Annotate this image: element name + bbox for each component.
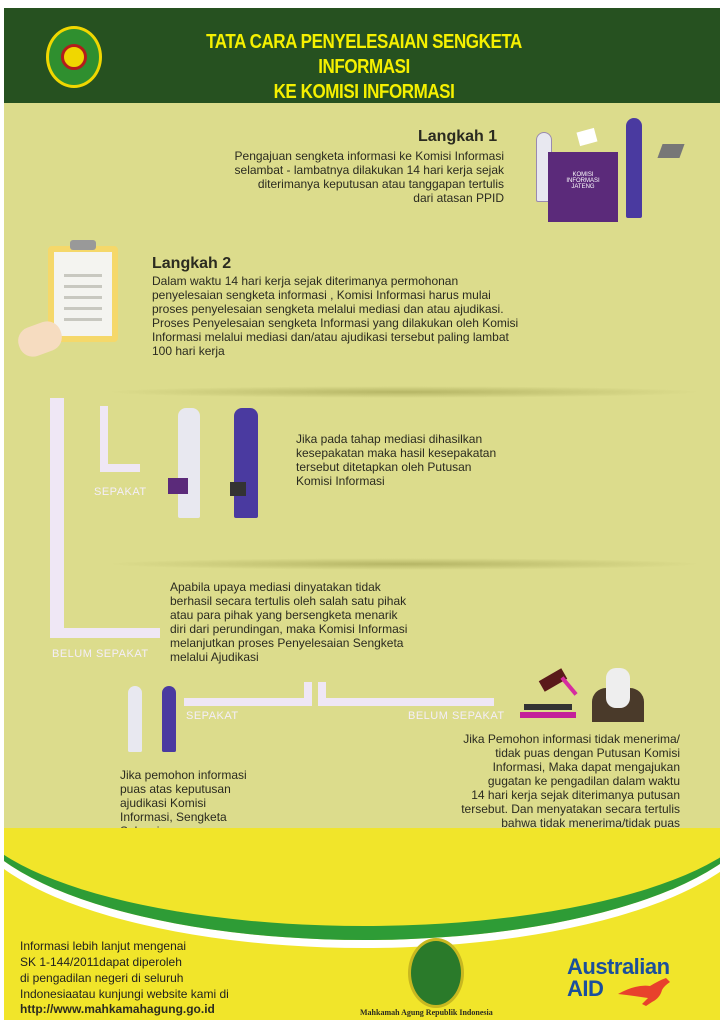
clipboard-icon (14, 240, 130, 368)
flow-line (184, 698, 308, 706)
judge-icon (592, 668, 644, 722)
court-logo (46, 26, 102, 88)
flow-line (100, 406, 108, 470)
step1-heading: Langkah 1 (418, 128, 498, 145)
flow-line (304, 682, 312, 706)
desk-label: KOMISI INFORMASI JATENG (548, 152, 618, 222)
title-line-1: TATA CARA PENYELESAIAN SENGKETA INFORMAS… (206, 31, 522, 78)
aid-line-1: Australian (567, 954, 670, 979)
step1-text: Pengajuan sengketa informasi ke Komisi I… (234, 149, 504, 205)
aid-line-2: AID (567, 976, 604, 1001)
adjudication-sepakat-label: SEPAKAT (186, 710, 239, 722)
flow-line (318, 682, 326, 706)
belum-sepakat-label: BELUM SEPAKAT (52, 648, 149, 660)
sepakat-label: SEPAKAT (94, 486, 147, 498)
flow-line (50, 628, 160, 638)
briefcase-icon (230, 482, 246, 496)
divider (104, 386, 704, 398)
mahkamah-agung-logo (408, 938, 464, 1008)
gavel-icon (520, 668, 580, 720)
header: TATA CARA PENYELESAIAN SENGKETA INFORMAS… (4, 8, 720, 103)
mahkamah-agung-caption: Mahkamah Agung Republik Indonesia (360, 1008, 493, 1017)
step1-illustration: KOMISI INFORMASI JATENG (524, 104, 694, 229)
title-line-2: KE KOMISI INFORMASI (273, 81, 455, 103)
kangaroo-icon (618, 978, 670, 1006)
step2-heading: Langkah 2 (152, 255, 232, 272)
flow-line (50, 398, 64, 636)
flow-line (318, 698, 494, 706)
document-icon (576, 127, 598, 147)
divider (104, 558, 704, 570)
laptop-icon (657, 144, 685, 158)
belum-sepakat-text: Apabila upaya mediasi dinyatakan tidak b… (170, 580, 408, 664)
australian-aid-logo: Australian AID (567, 956, 670, 1000)
step2-text: Dalam waktu 14 hari kerja sejak diterima… (152, 274, 519, 358)
website-link[interactable]: http://www.mahkamahagung.go.id (20, 1002, 215, 1016)
handshake-illustration (164, 398, 274, 528)
flow-line (100, 464, 140, 472)
infographic-poster: TATA CARA PENYELESAIAN SENGKETA INFORMAS… (4, 8, 720, 1020)
footer-info: Informasi lebih lanjut mengenai SK 1-144… (20, 939, 229, 1001)
briefcase-icon (168, 478, 188, 494)
sepakat-text: Jika pada tahap mediasi dihasilkan kesep… (296, 432, 497, 488)
page-title: TATA CARA PENYELESAIAN SENGKETA INFORMAS… (160, 30, 568, 105)
adjudication-belum-sepakat-label: BELUM SEPAKAT (408, 710, 505, 722)
handshake-small-illustration (122, 682, 184, 758)
